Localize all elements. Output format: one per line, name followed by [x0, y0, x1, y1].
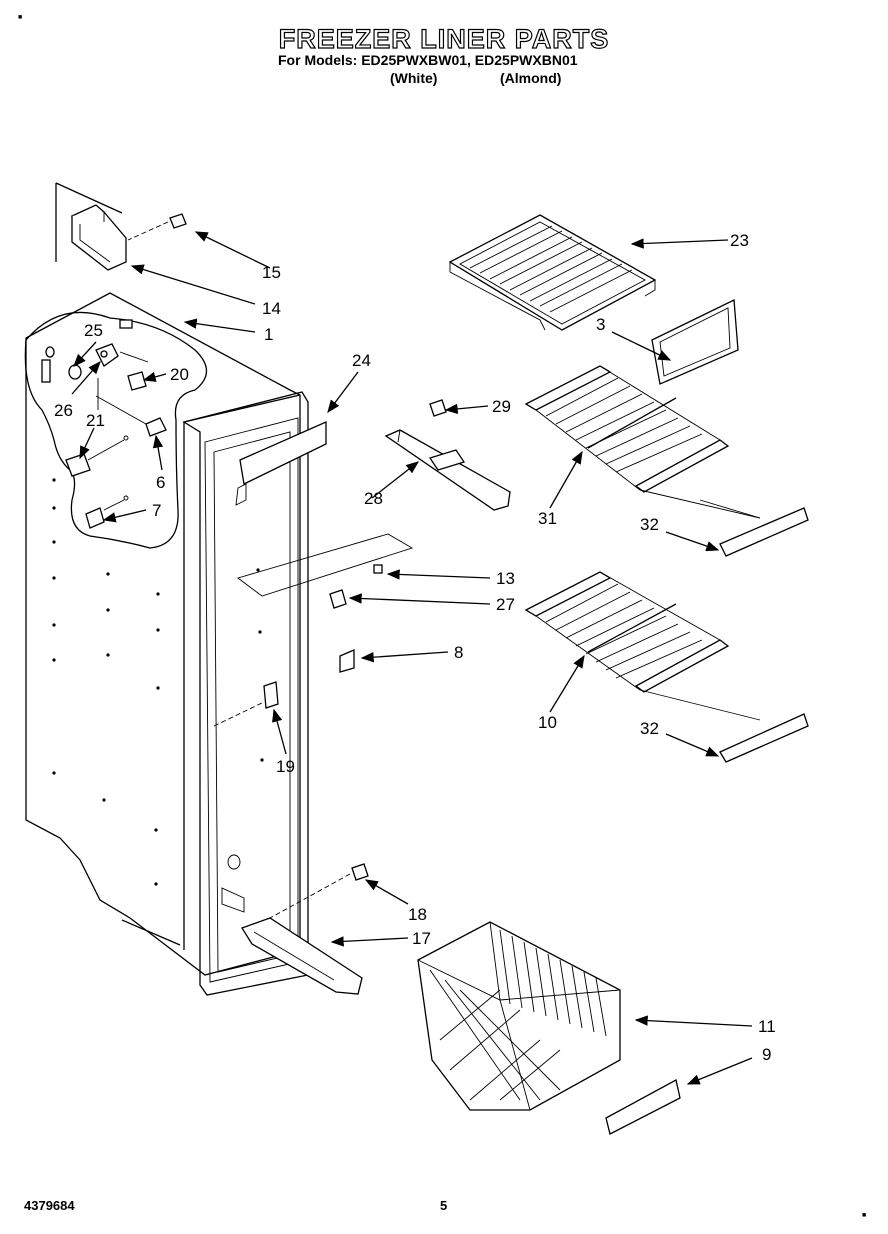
- basket-front-9: [605, 1079, 681, 1135]
- callout-8: 8: [454, 643, 463, 662]
- shelf-trim-32-bottom: [719, 713, 809, 763]
- callout-1: 1: [264, 325, 273, 344]
- variant-almond: (Almond): [500, 70, 562, 86]
- shelf-bracket-28: [384, 399, 511, 511]
- small-parts: [213, 533, 414, 727]
- corner-mark: ■: [862, 1212, 867, 1219]
- callout-31: 31: [538, 509, 557, 528]
- callout-14: 14: [262, 299, 281, 318]
- callout-labels: 23 3 15 14 1 24 29 31 28 32 13 27 8 10 3…: [54, 231, 776, 1064]
- callout-25: 25: [84, 321, 103, 340]
- corner-mark: ■: [18, 14, 23, 21]
- callout-20: 20: [170, 365, 189, 384]
- detail-parts: [41, 319, 167, 529]
- callout-19: 19: [276, 757, 295, 776]
- callout-9: 9: [762, 1045, 771, 1064]
- callout-10: 10: [538, 713, 557, 732]
- detail-cutout: [24, 311, 208, 549]
- callout-13: 13: [496, 569, 515, 588]
- callout-24: 24: [352, 351, 371, 370]
- wire-shelf-31: [524, 365, 761, 519]
- callout-15: 15: [262, 263, 281, 282]
- callout-28: 28: [364, 489, 383, 508]
- callout-32-bottom: 32: [640, 719, 659, 738]
- callout-11: 11: [758, 1017, 776, 1036]
- callout-6: 6: [156, 473, 165, 492]
- callout-17: 17: [412, 929, 431, 948]
- leader-lines: [71, 231, 753, 1085]
- freezer-liner: [25, 182, 309, 996]
- callout-27: 27: [496, 595, 515, 614]
- wire-shelf-10: [524, 571, 761, 721]
- callout-7: 7: [152, 501, 161, 520]
- callout-21: 21: [86, 411, 105, 430]
- callout-29: 29: [492, 397, 511, 416]
- callout-3: 3: [596, 315, 605, 334]
- page-number: 5: [440, 1198, 448, 1213]
- drawer-support-17: [241, 863, 369, 995]
- page-title: FREEZER LINER PARTS: [278, 23, 610, 54]
- duct-cover: [235, 421, 327, 506]
- callout-18: 18: [408, 905, 427, 924]
- shelf-trim-32-top: [719, 507, 809, 557]
- shelf-23: [448, 214, 657, 331]
- callout-32-top: 32: [640, 515, 659, 534]
- variant-white: (White): [390, 70, 438, 86]
- top-bracket: [70, 204, 187, 271]
- models-line: For Models: ED25PWXBW01, ED25PWXBN01: [278, 52, 578, 68]
- callout-23: 23: [730, 231, 749, 250]
- basket-11: [417, 921, 621, 1111]
- shelf-insert-3: [651, 298, 739, 385]
- callout-26: 26: [54, 401, 73, 420]
- doc-number: 4379684: [24, 1198, 75, 1213]
